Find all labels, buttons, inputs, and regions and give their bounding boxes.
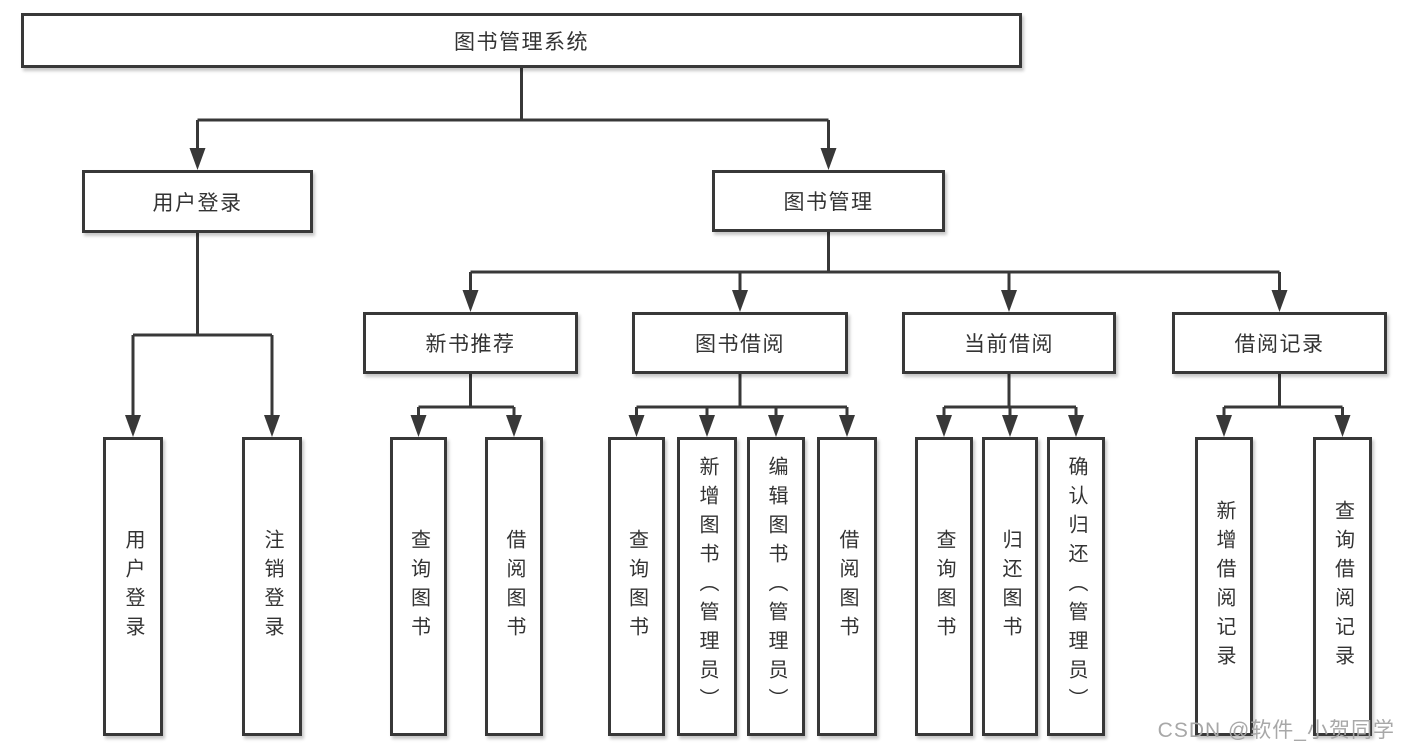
arrowhead-icon bbox=[936, 415, 952, 437]
arrowhead-icon bbox=[768, 415, 784, 437]
node-label-leaf-cb-confirm: 确认归还（管理员） bbox=[1065, 456, 1087, 717]
arrowhead-icon bbox=[1216, 415, 1232, 437]
arrowhead-icon bbox=[1002, 415, 1018, 437]
node-user-login: 用户登录 bbox=[82, 170, 313, 233]
node-leaf-bb-borrow: 借阅图书 bbox=[817, 437, 877, 736]
node-label-leaf-bb-borrow: 借阅图书 bbox=[836, 528, 858, 645]
arrowhead-icon bbox=[410, 415, 427, 437]
arrowhead-icon bbox=[1001, 290, 1017, 312]
node-leaf-logout: 注销登录 bbox=[242, 437, 302, 736]
node-book-mgmt: 图书管理 bbox=[712, 170, 945, 232]
node-book-borrow: 图书借阅 bbox=[632, 312, 848, 374]
node-label-leaf-bb-add: 新增图书（管理员） bbox=[696, 456, 718, 717]
node-current-borrow: 当前借阅 bbox=[902, 312, 1116, 374]
node-leaf-nbr-borrow: 借阅图书 bbox=[485, 437, 543, 736]
node-leaf-nbr-query: 查询图书 bbox=[390, 437, 447, 736]
node-borrow-records: 借阅记录 bbox=[1172, 312, 1387, 374]
node-leaf-bb-add: 新增图书（管理员） bbox=[677, 437, 737, 736]
node-label-leaf-br-add: 新增借阅记录 bbox=[1213, 499, 1235, 674]
node-label-user-login: 用户登录 bbox=[152, 191, 243, 215]
arrowhead-icon bbox=[699, 415, 715, 437]
node-label-leaf-nbr-borrow: 借阅图书 bbox=[503, 528, 525, 645]
arrowhead-icon bbox=[506, 415, 522, 437]
watermark-text: CSDN @软件_小贺同学 bbox=[1157, 719, 1395, 742]
arrowhead-icon bbox=[628, 415, 645, 437]
node-label-leaf-br-query: 查询借阅记录 bbox=[1331, 499, 1354, 674]
node-label-leaf-cb-query: 查询图书 bbox=[933, 528, 955, 645]
node-leaf-cb-return: 归还图书 bbox=[982, 437, 1038, 736]
arrowhead-icon bbox=[839, 415, 855, 437]
node-label-book-borrow: 图书借阅 bbox=[695, 333, 785, 356]
arrowhead-icon bbox=[1068, 415, 1084, 437]
node-leaf-cb-confirm: 确认归还（管理员） bbox=[1047, 437, 1105, 736]
node-label-root: 图书管理系统 bbox=[454, 30, 589, 54]
node-label-new-book-rec: 新书推荐 bbox=[425, 333, 516, 356]
node-leaf-user-login: 用户登录 bbox=[103, 437, 163, 736]
node-root: 图书管理系统 bbox=[21, 13, 1022, 68]
node-label-leaf-bb-query: 查询图书 bbox=[625, 528, 648, 645]
arrowhead-icon bbox=[1334, 415, 1351, 437]
node-leaf-cb-query: 查询图书 bbox=[915, 437, 973, 736]
node-new-book-rec: 新书推荐 bbox=[363, 312, 578, 374]
node-label-leaf-bb-edit: 编辑图书（管理员） bbox=[765, 456, 787, 717]
node-label-leaf-user-login: 用户登录 bbox=[122, 528, 144, 645]
arrowhead-icon bbox=[189, 148, 206, 170]
node-leaf-br-add: 新增借阅记录 bbox=[1195, 437, 1253, 736]
connector-path bbox=[131, 68, 1344, 419]
node-label-borrow-records: 借阅记录 bbox=[1234, 333, 1325, 356]
arrowhead-icon bbox=[462, 290, 479, 312]
arrowhead-icon bbox=[1271, 290, 1288, 312]
node-leaf-bb-edit: 编辑图书（管理员） bbox=[747, 437, 805, 736]
arrowhead-icon bbox=[820, 148, 837, 170]
arrowhead-icon bbox=[264, 415, 280, 437]
node-label-book-mgmt: 图书管理 bbox=[783, 191, 874, 214]
node-leaf-bb-query: 查询图书 bbox=[608, 437, 665, 736]
arrowhead-icon bbox=[125, 415, 141, 437]
node-label-leaf-cb-return: 归还图书 bbox=[999, 528, 1021, 645]
node-label-current-borrow: 当前借阅 bbox=[964, 333, 1054, 356]
node-label-leaf-nbr-query: 查询图书 bbox=[407, 528, 430, 645]
node-label-leaf-logout: 注销登录 bbox=[261, 528, 283, 645]
arrowhead-icon bbox=[732, 290, 748, 312]
node-leaf-br-query: 查询借阅记录 bbox=[1313, 437, 1372, 736]
